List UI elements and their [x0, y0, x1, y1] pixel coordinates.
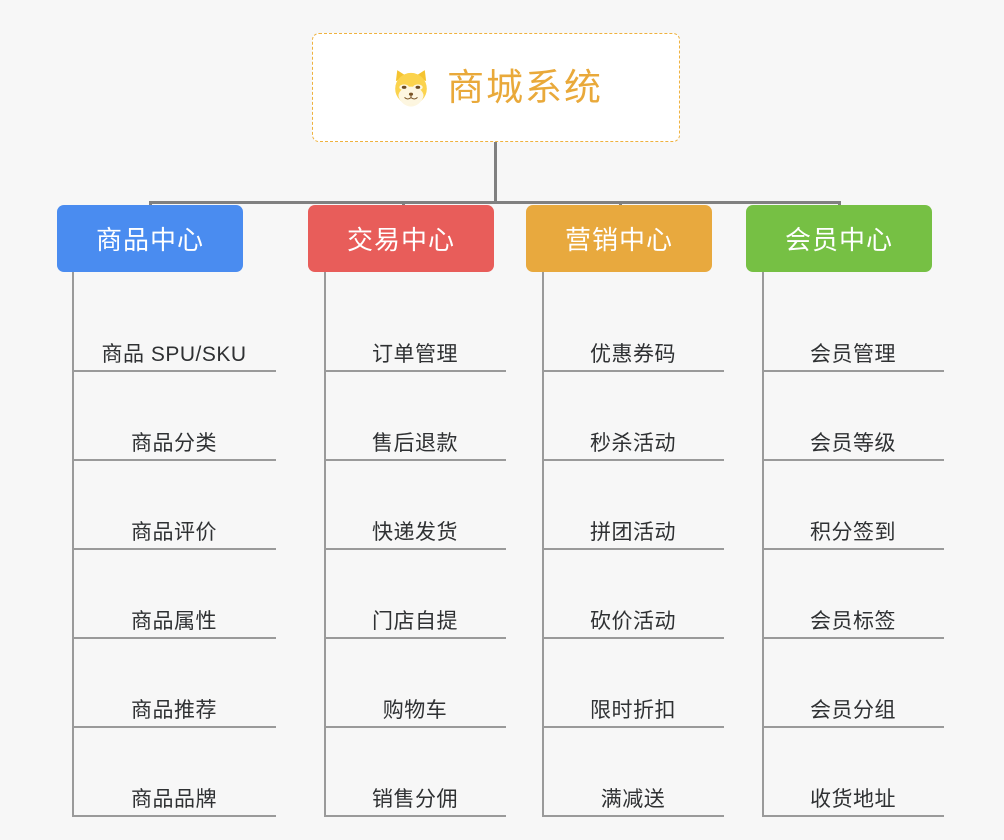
leaf-item[interactable]: 快递发货 [324, 461, 506, 550]
leaf-item-label: 商品推荐 [131, 698, 217, 722]
leaf-item[interactable]: 商品评价 [72, 461, 276, 550]
leaf-item[interactable]: 会员标签 [762, 550, 944, 639]
leaf-item-label: 商品 SPU/SKU [101, 342, 247, 366]
leaf-item-label: 商品评价 [131, 520, 217, 544]
leaf-item[interactable]: 商品属性 [72, 550, 276, 639]
leaf-item[interactable]: 商品 SPU/SKU [72, 283, 276, 372]
branch-spine-2 [324, 272, 326, 817]
category-box-1[interactable]: 商品中心 [57, 205, 243, 272]
leaf-item-label: 收货地址 [810, 787, 896, 811]
connector-drop-2 [402, 201, 405, 207]
branch-spine-3 [542, 272, 544, 817]
category-label: 会员中心 [784, 225, 893, 255]
leaf-item[interactable]: 满减送 [542, 728, 724, 817]
leaf-item[interactable]: 销售分佣 [324, 728, 506, 817]
leaf-item[interactable]: 优惠券码 [542, 283, 724, 372]
connector-drop-1 [149, 201, 152, 207]
leaf-item-label: 商品属性 [131, 609, 217, 633]
leaf-item-label: 会员分组 [810, 698, 896, 722]
leaf-item-label: 优惠券码 [590, 342, 676, 366]
leaf-item[interactable]: 门店自提 [324, 550, 506, 639]
category-box-3[interactable]: 营销中心 [526, 205, 712, 272]
leaf-item[interactable]: 积分签到 [762, 461, 944, 550]
leaf-item-label: 购物车 [382, 698, 448, 722]
category-label: 交易中心 [346, 225, 455, 255]
leaf-item[interactable]: 购物车 [324, 639, 506, 728]
leaf-item-label: 砍价活动 [590, 609, 676, 633]
leaf-item-label: 限时折扣 [590, 698, 676, 722]
leaf-item-label: 会员等级 [810, 431, 896, 455]
root-node-mall-system[interactable]: 商城系统 [312, 33, 680, 142]
leaf-item-label: 商品品牌 [131, 787, 217, 811]
leaf-item[interactable]: 商品分类 [72, 372, 276, 461]
category-label: 营销中心 [564, 225, 673, 255]
leaf-item[interactable]: 砍价活动 [542, 550, 724, 639]
leaf-item[interactable]: 商品推荐 [72, 639, 276, 728]
connector-drop-4 [838, 201, 841, 207]
leaf-item[interactable]: 限时折扣 [542, 639, 724, 728]
category-box-2[interactable]: 交易中心 [308, 205, 494, 272]
leaf-item[interactable]: 会员管理 [762, 283, 944, 372]
leaf-item[interactable]: 订单管理 [324, 283, 506, 372]
category-box-4[interactable]: 会员中心 [746, 205, 932, 272]
leaf-item[interactable]: 会员分组 [762, 639, 944, 728]
category-label: 商品中心 [95, 225, 204, 255]
leaf-item-label: 订单管理 [372, 342, 458, 366]
leaf-item-label: 积分签到 [810, 520, 896, 544]
leaf-item-label: 销售分佣 [372, 787, 458, 811]
leaf-item-label: 会员管理 [810, 342, 896, 366]
leaf-item-label: 快递发货 [372, 520, 458, 544]
root-title: 商城系统 [447, 67, 603, 108]
leaf-item-label: 商品分类 [131, 431, 217, 455]
leaf-item[interactable]: 会员等级 [762, 372, 944, 461]
leaf-item[interactable]: 商品品牌 [72, 728, 276, 817]
leaf-item[interactable]: 拼团活动 [542, 461, 724, 550]
leaf-item[interactable]: 售后退款 [324, 372, 506, 461]
leaf-item[interactable]: 收货地址 [762, 728, 944, 817]
connector-horizontal-bus [149, 201, 840, 204]
connector-root-stem [494, 142, 497, 203]
leaf-item-label: 满减送 [600, 787, 666, 811]
leaf-item-label: 售后退款 [372, 431, 458, 455]
leaf-item-label: 秒杀活动 [590, 431, 676, 455]
leaf-item[interactable]: 秒杀活动 [542, 372, 724, 461]
leaf-item-label: 会员标签 [810, 609, 896, 633]
branch-spine-1 [72, 272, 74, 817]
leaf-item-label: 拼团活动 [590, 520, 676, 544]
branch-spine-4 [762, 272, 764, 817]
leaf-item-label: 门店自提 [372, 609, 458, 633]
connector-drop-3 [619, 201, 622, 207]
shiba-dog-face-icon [389, 66, 433, 110]
